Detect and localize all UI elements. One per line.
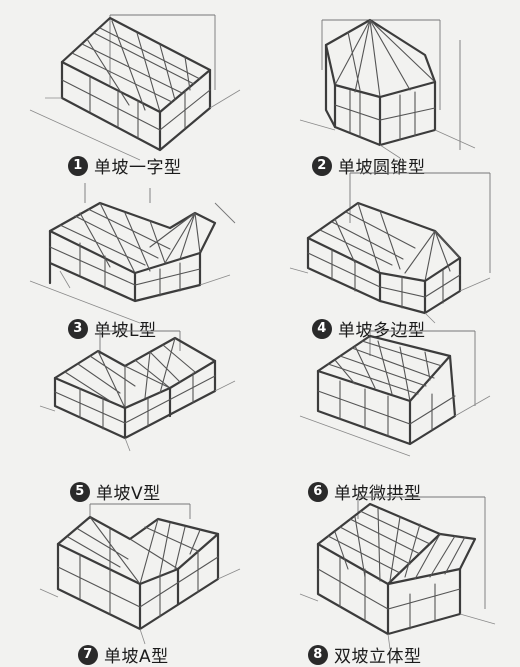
caption-5: 5 单坡V型 [70,479,161,504]
number-badge: 5 [70,481,90,502]
caption-8: 8 双坡立体型 [308,642,422,667]
number-badge: 8 [308,644,328,665]
number-badge: 6 [308,481,328,502]
caption-7: 7 单坡A型 [78,642,169,667]
type-label: 双坡立体型 [334,647,422,667]
sunroom-item-3: 3 单坡L型 [0,163,260,341]
type-label: 单坡一字型 [94,158,182,178]
type-label: 单坡微拱型 [334,484,422,504]
type-label: 单坡A型 [104,647,169,667]
sunroom-item-8: 8 双坡立体型 [260,489,520,667]
caption-6: 6 单坡微拱型 [308,479,422,504]
number-badge: 4 [312,318,332,339]
sunroom-item-7: 7 单坡A型 [0,489,260,667]
sunroom-item-2: 2 单坡圆锥型 [260,0,520,178]
lean-to-straight-sunroom-icon [29,14,241,161]
lean-to-v-shaped-sunroom-icon [39,330,236,452]
sunroom-item-5: 5 单坡V型 [0,326,260,504]
sunroom-item-6: 6 单坡微拱型 [260,326,520,504]
type-label: 单坡V型 [96,484,161,504]
lean-to-polygonal-sunroom-icon [289,172,491,324]
sunroom-item-1: 1 单坡一字型 [0,0,260,178]
lean-to-slight-arch-sunroom-icon [299,330,491,457]
number-badge: 3 [68,318,88,339]
number-badge: 1 [68,155,88,176]
lean-to-conical-sunroom-icon [299,18,476,159]
caption-1: 1 单坡一字型 [68,153,182,178]
lean-to-a-shaped-sunroom-icon [39,503,241,645]
double-pitch-3d-sunroom-icon [299,496,496,650]
number-badge: 7 [78,644,98,665]
lean-to-l-shaped-sunroom-icon [29,183,236,324]
number-badge: 2 [312,155,332,176]
sunroom-item-4: 4 单坡多边型 [260,163,520,341]
